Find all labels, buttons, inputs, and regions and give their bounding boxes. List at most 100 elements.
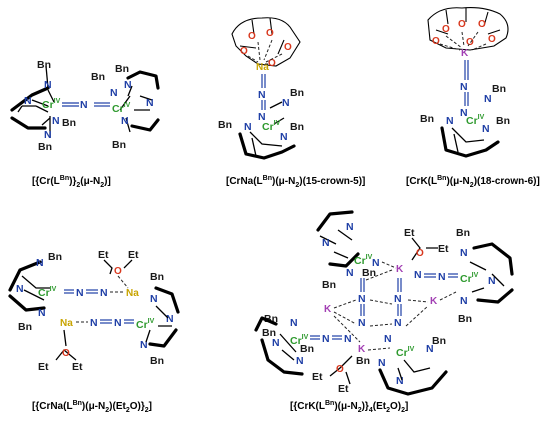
n-atom: N: [394, 317, 402, 329]
n-atom: N: [146, 97, 154, 109]
et-label: Et: [438, 243, 449, 255]
n-atom: N: [446, 115, 454, 127]
bn-label: Bn: [112, 139, 126, 151]
caption-3: [CrK(LBn)(μ-N2)(18-crown-6)]: [406, 175, 540, 189]
bn-label: Bn: [38, 141, 52, 153]
n-atom: N: [38, 307, 46, 319]
n-atom: N: [394, 293, 402, 305]
bn-label: Bn: [290, 87, 304, 99]
n-atom: N: [378, 357, 386, 369]
structure-crk-tetramer: N N CrIV N Bn Bn N K O Et Et N N Bn N N …: [254, 210, 514, 414]
n-atom: N: [344, 333, 352, 345]
bn-label: Bn: [150, 271, 164, 283]
o-atom: O: [466, 37, 474, 48]
n-atom: N: [290, 317, 298, 329]
structure-crna-15c5: O O O O O Na N N N Bn CrIV Bn N Bn N [Cr…: [218, 17, 365, 189]
et-label: Et: [312, 371, 323, 383]
structure-dicr-n2: Bn N N CrIV N Bn N Bn N N Bn Bn N CrIV N…: [10, 59, 160, 189]
n-atom: N: [322, 333, 330, 345]
n-atom: N: [258, 89, 266, 101]
cr-atom: CrIV: [262, 120, 281, 133]
et-label: Et: [72, 361, 83, 373]
caption-2: [CrNa(LBn)(μ-N2)(15-crown-5)]: [226, 175, 365, 189]
cr-atom: CrIV: [136, 318, 155, 331]
n-atom: N: [460, 107, 468, 119]
n-atom: N: [460, 295, 468, 307]
n-atom: N: [121, 115, 129, 127]
n-atom: N: [16, 283, 24, 295]
cr-atom: CrIV: [42, 98, 61, 111]
k-atom: K: [324, 304, 332, 315]
n-atom: N: [140, 339, 148, 351]
cr-atom: CrIV: [354, 254, 373, 267]
bn-label: Bn: [456, 227, 470, 239]
n-atom: N: [282, 97, 290, 109]
o-atom: O: [478, 19, 486, 30]
n-atom: N: [150, 293, 158, 305]
n-atom: N: [110, 87, 118, 99]
o-atom: O: [248, 31, 256, 42]
et-label: Et: [38, 361, 49, 373]
k-atom: K: [358, 344, 366, 355]
o-atom: O: [62, 348, 70, 359]
et-label: Et: [338, 383, 349, 395]
n-atom: N: [372, 257, 380, 269]
n-atom: N: [482, 123, 490, 135]
caption-4: [{CrNa(LBn)(μ-N2)(Et2O)}2]: [32, 400, 152, 414]
bn-label: Bn: [37, 59, 51, 71]
cr-atom: CrIV: [38, 286, 57, 299]
na-atom: Na: [256, 62, 269, 73]
caption-5: [{CrK(LBn)(μ-N2)}4(Et2O)2]: [290, 400, 408, 414]
n-atom: N: [460, 81, 468, 93]
n-atom: N: [90, 317, 98, 329]
et-label: Et: [128, 249, 139, 261]
n-atom: N: [52, 115, 60, 127]
cr-atom: CrIV: [460, 272, 479, 285]
n-atom: N: [272, 337, 280, 349]
o-atom: O: [416, 248, 424, 259]
n-atom: N: [358, 317, 366, 329]
o-atom: O: [488, 34, 496, 45]
n-atom: N: [114, 317, 122, 329]
bn-label: Bn: [150, 355, 164, 367]
bn-label: Bn: [300, 343, 314, 355]
n-atom: N: [244, 121, 252, 133]
bn-label: Bn: [62, 117, 76, 129]
o-atom: O: [458, 19, 466, 30]
bn-label: Bn: [115, 63, 129, 75]
n-atom: N: [36, 257, 44, 269]
n-atom: N: [438, 271, 446, 283]
n-atom: N: [258, 111, 266, 123]
n-atom: N: [76, 287, 84, 299]
bn-label: Bn: [290, 121, 304, 133]
n-atom: N: [488, 275, 496, 287]
n-atom: N: [322, 237, 330, 249]
n-atom: N: [346, 267, 354, 279]
k-atom: K: [396, 264, 404, 275]
et-label: Et: [404, 227, 415, 239]
bn-label: Bn: [18, 321, 32, 333]
o-atom: O: [284, 42, 292, 53]
n-atom: N: [80, 99, 88, 111]
structure-crna-et2o-dimer: N Bn N CrIV N Bn Na N N Na N N CrIV O Et…: [8, 249, 180, 414]
n-atom: N: [484, 93, 492, 105]
bn-label: Bn: [322, 279, 336, 291]
n-atom: N: [396, 375, 404, 387]
n-atom: N: [414, 269, 422, 281]
k-atom: K: [430, 296, 438, 307]
bn-label: Bn: [492, 83, 506, 95]
bn-label: Bn: [356, 355, 370, 367]
k-atom: K: [461, 48, 469, 59]
n-atom: N: [346, 221, 354, 233]
bn-label: Bn: [420, 113, 434, 125]
n-atom: N: [100, 287, 108, 299]
bn-label: Bn: [48, 251, 62, 263]
cr-atom: CrIV: [290, 334, 309, 347]
bn-label: Bn: [458, 313, 472, 325]
cr-atom: CrIV: [396, 346, 415, 359]
cr-atom: CrIV: [112, 102, 131, 115]
o-atom: O: [240, 46, 248, 57]
bn-label: Bn: [432, 335, 446, 347]
structure-crk-18c6: O O O O O O K N N N Bn CrIV Bn N Bn N [C…: [406, 7, 540, 189]
